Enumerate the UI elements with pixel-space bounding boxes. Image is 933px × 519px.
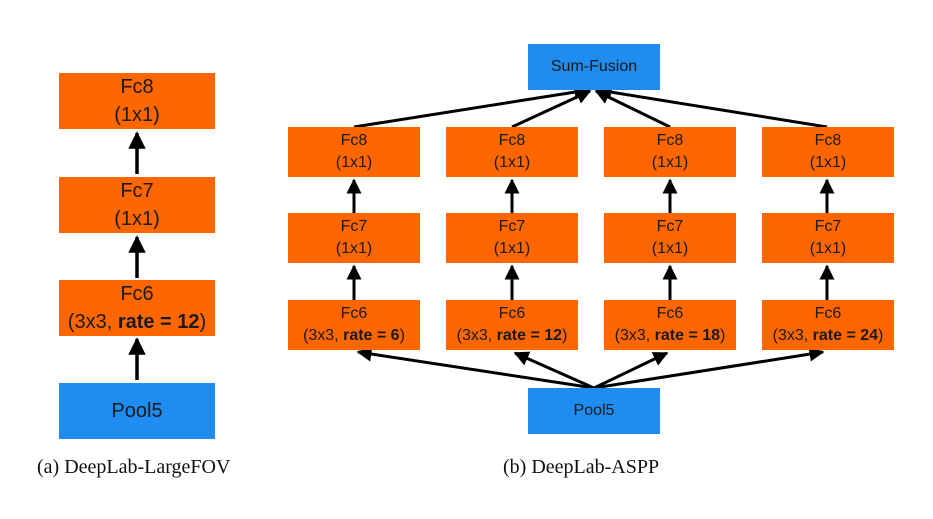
b3-fc8-name: Fc8 [656,132,684,149]
b2-fc8-detail: (1x1) [493,154,531,171]
b4-fc8-detail: (1x1) [809,154,847,171]
b4-fc8-name: Fc8 [814,132,842,149]
b2-fc8-box: Fc8 (1x1) [446,127,578,177]
b2-fc6-name: Fc6 [498,305,526,322]
a-fc8-box: Fc8 (1x1) [59,73,215,129]
b3-fc8-box: Fc8 (1x1) [604,127,736,177]
arrow-pool5-to-b4-fc6 [593,346,825,390]
b4-fc7-box: Fc7 (1x1) [762,213,894,263]
b3-fc7-name: Fc7 [656,218,684,235]
b1-fc6-detail: (3x3, rate = 6) [303,327,405,344]
b1-fc8-name: Fc8 [340,132,368,149]
a-pool5-label: Pool5 [111,400,163,422]
b2-fc7-box: Fc7 (1x1) [446,213,578,263]
b3-fc6-name: Fc6 [656,305,684,322]
arrow-b4-fc8-to-sum [596,84,828,129]
arrow-pool5-to-b1-fc6 [356,346,595,390]
b2-fc6-box: Fc6 (3x3, rate = 12) [446,300,578,350]
b3-fc6-detail: (3x3, rate = 18) [614,327,726,344]
b4-fc6-box: Fc6 (3x3, rate = 24) [762,300,894,350]
a-fc8-name: Fc8 [120,76,154,98]
a-fc6-box: Fc6 (3x3, rate = 12) [59,280,215,336]
a-fc6-detail: (3x3, rate = 12) [67,311,207,333]
b2-fc6-detail: (3x3, rate = 12) [456,327,568,344]
a-fc7-detail: (1x1) [114,208,160,230]
b4-fc6-detail: (3x3, rate = 24) [772,327,884,344]
b1-fc8-box: Fc8 (1x1) [288,127,420,177]
a-caption: (a) DeepLab-LargeFOV [37,456,231,478]
sum-fusion-box: Sum-Fusion [528,44,660,90]
b1-fc8-detail: (1x1) [335,154,373,171]
b3-fc8-detail: (1x1) [651,154,689,171]
b4-fc6-name: Fc6 [814,305,842,322]
b2-fc7-detail: (1x1) [493,240,531,257]
b4-fc8-box: Fc8 (1x1) [762,127,894,177]
b2-fc8-name: Fc8 [498,132,526,149]
b-pool5-label: Pool5 [573,402,615,419]
arrow-b2-fc8-to-sum [511,89,592,129]
arrow-b1-fc8-to-sum [353,84,590,129]
b4-fc7-name: Fc7 [814,218,842,235]
a-pool5-box: Pool5 [59,383,215,439]
b1-fc7-detail: (1x1) [335,240,373,257]
arrow-pool5-to-b3-fc6 [593,351,669,390]
b1-fc7-box: Fc7 (1x1) [288,213,420,263]
b4-fc7-detail: (1x1) [809,240,847,257]
b2-fc7-name: Fc7 [498,218,526,235]
b3-fc7-detail: (1x1) [651,240,689,257]
a-fc7-name: Fc7 [120,180,154,202]
b-caption: (b) DeepLab-ASPP [503,456,660,478]
a-fc8-detail: (1x1) [114,104,160,126]
b1-fc6-box: Fc6 (3x3, rate = 6) [288,300,420,350]
b1-fc6-name: Fc6 [340,305,368,322]
b3-fc6-box: Fc6 (3x3, rate = 18) [604,300,736,350]
b3-fc7-box: Fc7 (1x1) [604,213,736,263]
arrow-pool5-to-b2-fc6 [513,351,595,390]
b1-fc7-name: Fc7 [340,218,368,235]
sum-fusion-label: Sum-Fusion [550,58,638,75]
a-fc7-box: Fc7 (1x1) [59,177,215,233]
b-pool5-box: Pool5 [528,388,660,434]
a-fc6-name: Fc6 [120,283,154,305]
